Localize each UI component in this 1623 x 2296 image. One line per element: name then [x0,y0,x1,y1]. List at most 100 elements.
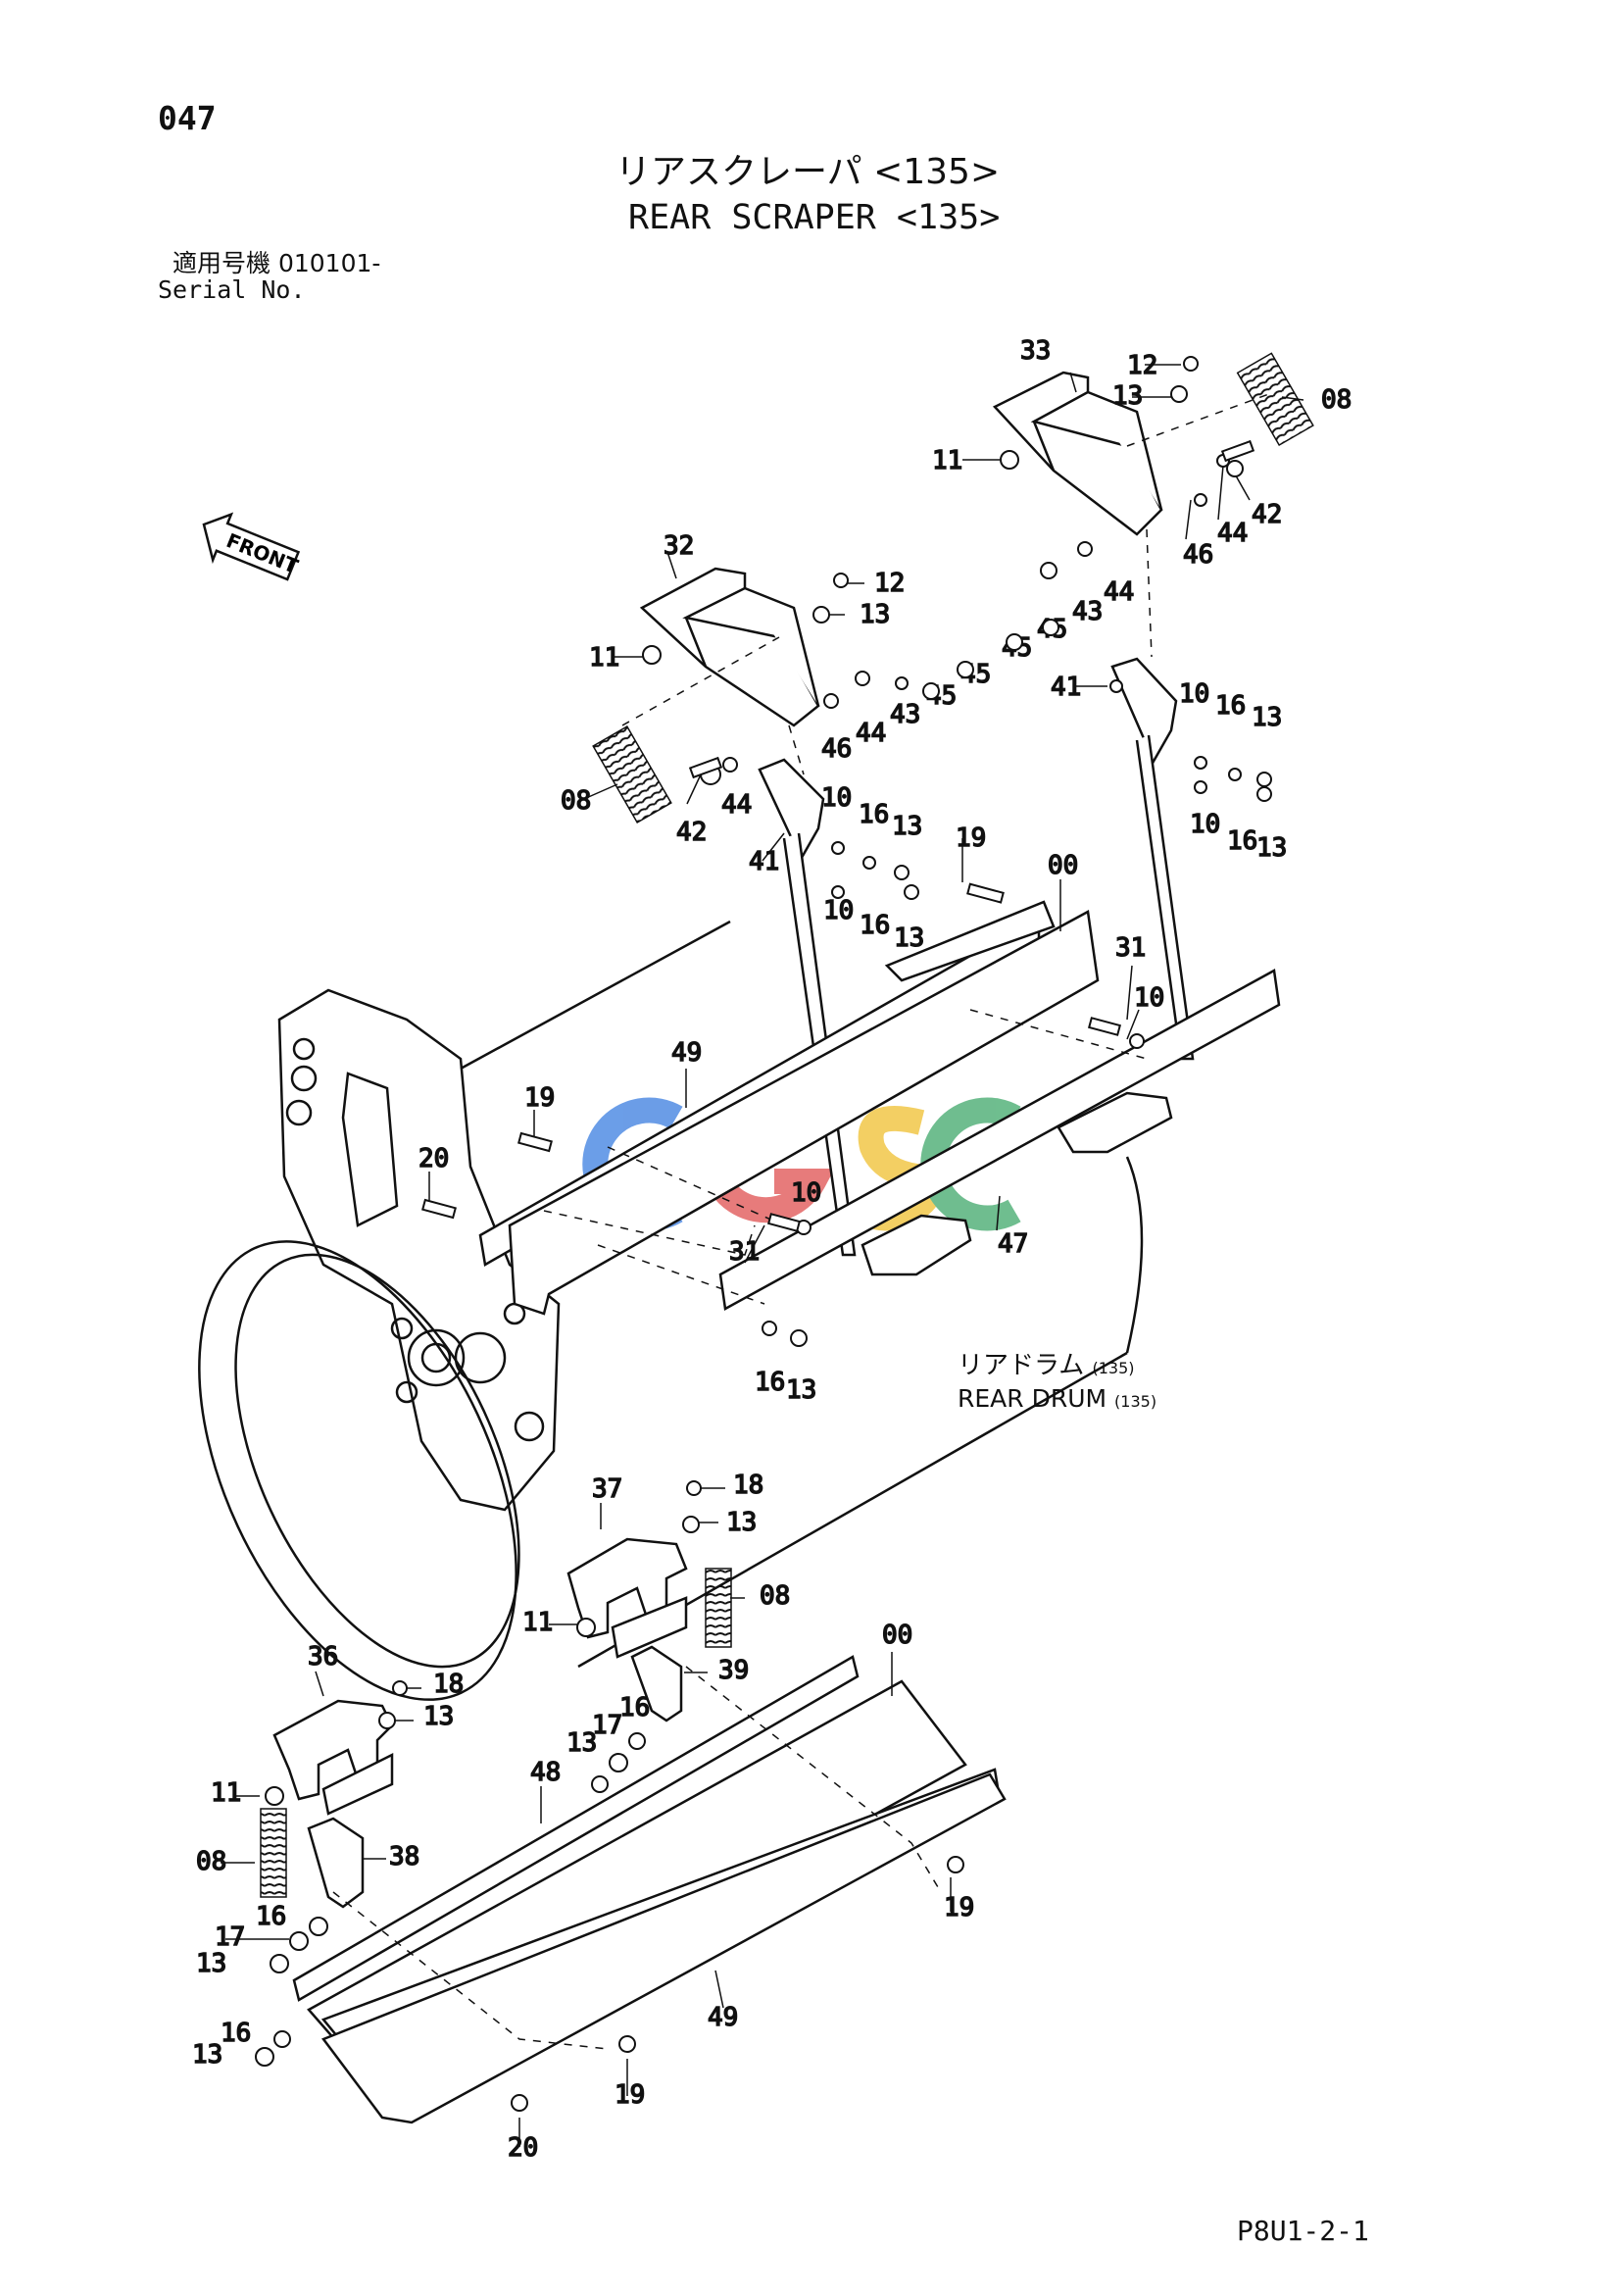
callout-10: 10 [1179,679,1209,709]
scraper-assembly-upper [478,900,1281,1316]
callout-10: 10 [791,1178,821,1208]
callout-00: 00 [882,1621,912,1650]
callout-11: 11 [589,643,619,673]
callout-10: 10 [821,783,852,813]
callout-41: 41 [1051,673,1081,702]
callout-16: 16 [1227,826,1257,856]
callout-08: 08 [196,1847,226,1876]
callout-20: 20 [418,1144,449,1173]
bracket-33 [992,371,1163,536]
callout-18: 18 [433,1670,464,1699]
callout-13: 13 [196,1949,226,1978]
page-number: 047 [158,99,217,137]
callout-13: 13 [1256,833,1287,863]
bracket-36 [272,1699,394,1816]
arm-38 [307,1817,365,1909]
spring-08-lower-left [260,1808,287,1898]
drum-label-jp-suffix: (135) [1092,1359,1135,1377]
callout-16: 16 [755,1368,785,1397]
callout-48: 48 [530,1758,561,1787]
callout-10: 10 [1190,810,1220,839]
callout-33: 33 [1020,336,1051,366]
drum-label-japanese: リアドラム (135) [958,1353,1135,1378]
callout-13: 13 [786,1375,816,1405]
callout-11: 11 [522,1608,553,1637]
callout-10: 10 [823,896,854,925]
callout-44: 44 [1217,519,1248,548]
callout-16: 16 [1215,691,1246,721]
callout-13: 13 [192,2040,222,2070]
scraper-blade-lower [292,1655,1007,2124]
callout-13: 13 [423,1702,454,1731]
callout-37: 37 [592,1474,622,1504]
drum-label-en-suffix: (135) [1114,1392,1157,1411]
callout-49: 49 [708,2003,738,2032]
callout-12: 12 [1127,351,1157,380]
callout-47: 47 [998,1229,1028,1259]
arm-41-right [1110,657,1195,1061]
callout-43: 43 [1072,597,1103,626]
front-label: FRONT [223,528,302,578]
callout-18: 18 [733,1471,763,1500]
callout-labels: 33 12 13 08 11 42 44 46 32 12 44 43 13 4… [191,335,1352,2164]
callout-13: 13 [1252,703,1282,732]
callout-11: 11 [932,446,962,475]
callout-36: 36 [308,1642,338,1672]
callout-32: 32 [664,531,694,561]
callout-43: 43 [890,700,920,729]
document-code: P8U1-2-1 [1237,2215,1369,2247]
spring-08-lower-center [705,1568,732,1648]
callout-49: 49 [671,1038,702,1068]
callout-08: 08 [760,1581,790,1611]
callout-41: 41 [749,847,779,876]
spring-08-upper-left [592,725,672,824]
callout-16: 16 [619,1693,650,1722]
callout-13: 13 [860,600,890,629]
callout-38: 38 [389,1842,419,1872]
callout-44: 44 [856,719,886,748]
callout-16: 16 [859,800,889,829]
callout-16: 16 [860,911,890,940]
callout-46: 46 [821,734,852,764]
callout-08: 08 [1321,385,1352,415]
hardware-fasteners [255,356,1272,2112]
callout-11: 11 [211,1778,241,1808]
callout-12: 12 [874,569,905,598]
bracket-37 [566,1537,688,1659]
callout-16: 16 [256,1902,286,1931]
callout-20: 20 [508,2133,538,2163]
callout-19: 19 [944,1893,974,1922]
callout-13: 13 [1112,381,1143,411]
bracket-32 [639,567,820,727]
page-title-english: REAR SCRAPER <135> [628,198,1001,237]
serial-label-english: Serial No. [158,275,306,304]
callout-19: 19 [524,1083,555,1113]
serial-label-japanese: 適用号機 010101- [172,249,381,277]
callout-19: 19 [615,2080,645,2110]
callout-44: 44 [1104,577,1134,607]
callout-00: 00 [1048,851,1078,880]
callout-39: 39 [718,1656,749,1685]
callout-42: 42 [1252,500,1282,529]
callout-10: 10 [1134,983,1164,1013]
arm-39 [630,1645,683,1722]
front-direction-arrow: FRONT [202,512,302,581]
callout-31: 31 [1115,933,1146,963]
page-title-japanese: リアスクレーパ <135> [615,152,1001,192]
callout-19: 19 [956,824,986,853]
rear-drum-illustration [198,920,1144,1701]
callout-46: 46 [1183,540,1213,570]
callout-13: 13 [726,1508,757,1537]
callout-13: 13 [894,923,924,953]
callout-17: 17 [215,1922,245,1952]
callout-13: 13 [892,812,922,841]
callout-44: 44 [721,790,752,820]
callout-16: 16 [221,2019,251,2048]
callout-13: 13 [566,1728,597,1758]
spring-08-upper-right [1236,352,1314,446]
drum-label-jp-text: リアドラム [958,1351,1085,1380]
callout-17: 17 [592,1711,622,1740]
callout-08: 08 [561,786,591,816]
callout-42: 42 [676,818,707,847]
